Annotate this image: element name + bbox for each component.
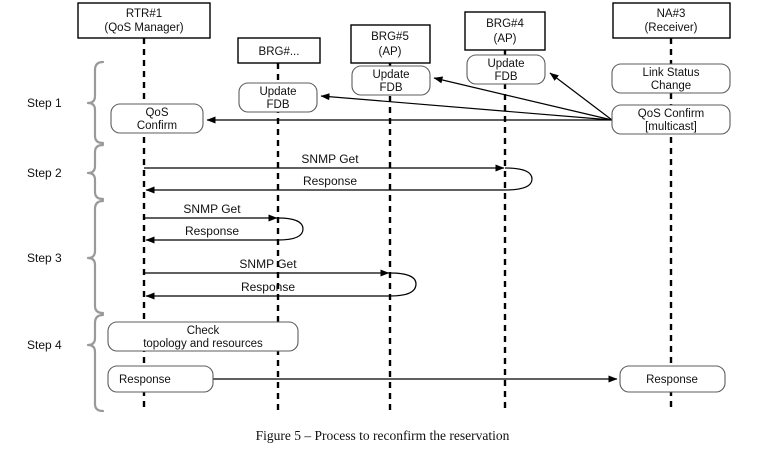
self-loop-brg4 bbox=[504, 167, 533, 191]
action-label-check-topology-line2: topology and resources bbox=[143, 338, 263, 350]
messages-step-1 bbox=[206, 72, 613, 124]
action-response-rtr1[interactable]: Response bbox=[107, 365, 214, 393]
participant-label-na3-line1: NA#3 bbox=[657, 8, 686, 20]
step-label-2: Step 2 bbox=[27, 166, 62, 180]
step-braces: Step 1 Step 2 Step 3 Step 4 bbox=[27, 60, 105, 413]
action-qos-confirm-multicast[interactable]: QoS Confirm [multicast] bbox=[611, 104, 731, 135]
messages-step-3a: SNMP Get Response bbox=[144, 202, 304, 244]
action-box-response-rtr1 bbox=[107, 365, 214, 393]
participant-label-rtr1-line2: (QoS Manager) bbox=[104, 22, 183, 34]
brace-step-1 bbox=[86, 60, 105, 145]
participant-label-brg4-line2: (AP) bbox=[494, 33, 517, 45]
message-label-response-brg5: Response bbox=[241, 280, 295, 294]
action-label-link-status-change-line2: Change bbox=[651, 80, 691, 92]
action-label-response-na3: Response bbox=[646, 374, 698, 386]
action-box-update-fdb-brg4 bbox=[466, 54, 546, 85]
action-box-check-topology bbox=[107, 321, 299, 352]
action-label-qos-confirm-multicast-line1: QoS Confirm bbox=[638, 108, 704, 120]
participant-box-brgN bbox=[237, 37, 321, 64]
message-multicast-to-brg4[interactable] bbox=[549, 72, 613, 121]
action-box-qos-confirm-rtr1 bbox=[110, 103, 204, 134]
brace-step-2 bbox=[86, 143, 105, 201]
messages-step-3b: SNMP Get Response bbox=[144, 257, 417, 300]
message-label-response-brg4: Response bbox=[303, 174, 357, 188]
step-label-3: Step 3 bbox=[27, 251, 62, 265]
action-box-link-status-change bbox=[611, 63, 731, 94]
action-label-update-fdb-brg4-line1: Update bbox=[487, 58, 524, 70]
participant-box-brg5 bbox=[350, 24, 431, 64]
participant-label-brg5-line2: (AP) bbox=[379, 46, 402, 58]
participant-label-rtr1-line1: RTR#1 bbox=[126, 8, 162, 20]
participant-label-brgN-line1: BRG#... bbox=[259, 46, 300, 58]
participant-label-brg5-line1: BRG#5 bbox=[371, 31, 409, 43]
action-label-update-fdb-brg5-line1: Update bbox=[372, 69, 409, 81]
brace-step-4 bbox=[86, 313, 105, 413]
message-label-snmp-get-brgN: SNMP Get bbox=[183, 202, 241, 216]
action-box-response-na3 bbox=[619, 365, 726, 393]
participant-na3[interactable]: NA#3 (Receiver) bbox=[612, 2, 731, 39]
participant-brgN[interactable]: BRG#... bbox=[237, 37, 321, 64]
action-update-fdb-brg5[interactable]: Update FDB bbox=[351, 65, 431, 96]
action-qos-confirm-rtr1[interactable]: QoS Confirm bbox=[110, 103, 204, 134]
action-box-update-fdb-brgN bbox=[238, 82, 318, 113]
action-label-update-fdb-brg4-line2: FDB bbox=[495, 71, 518, 83]
action-link-status-change[interactable]: Link Status Change bbox=[611, 63, 731, 94]
action-update-fdb-brg4[interactable]: Update FDB bbox=[466, 54, 546, 85]
action-label-update-fdb-brg5-line2: FDB bbox=[380, 82, 403, 94]
message-multicast-to-brgN[interactable] bbox=[320, 93, 613, 121]
action-label-qos-confirm-rtr1-line1: QoS bbox=[145, 107, 168, 119]
participant-label-na3-line2: (Receiver) bbox=[644, 22, 697, 34]
message-multicast-to-brg5[interactable] bbox=[433, 76, 613, 121]
action-box-qos-confirm-multicast bbox=[611, 104, 731, 135]
action-label-update-fdb-brgN-line1: Update bbox=[259, 86, 296, 98]
action-label-link-status-change-line1: Link Status bbox=[643, 67, 700, 79]
message-label-response-brgN: Response bbox=[185, 224, 239, 238]
action-label-check-topology-line1: Check bbox=[187, 325, 220, 337]
participant-label-brg4-line1: BRG#4 bbox=[486, 18, 524, 30]
step-label-4: Step 4 bbox=[27, 338, 62, 352]
action-label-qos-confirm-multicast-line2: [multicast] bbox=[645, 121, 697, 133]
action-label-qos-confirm-rtr1-line2: Confirm bbox=[137, 120, 177, 132]
message-label-snmp-get-brg5: SNMP Get bbox=[239, 257, 297, 271]
participant-brg5[interactable]: BRG#5 (AP) bbox=[350, 24, 431, 64]
action-response-na3[interactable]: Response bbox=[619, 365, 726, 393]
participant-box-rtr1 bbox=[77, 2, 211, 39]
brace-step-3 bbox=[86, 199, 105, 315]
messages-step-2: SNMP Get Response bbox=[144, 152, 533, 194]
self-loop-brg5 bbox=[389, 272, 417, 297]
participant-box-brg4 bbox=[464, 11, 546, 51]
action-label-response-rtr1: Response bbox=[119, 374, 171, 386]
self-loop-brgN bbox=[277, 217, 304, 241]
action-check-topology[interactable]: Check topology and resources bbox=[107, 321, 299, 352]
step-label-1: Step 1 bbox=[27, 96, 62, 110]
message-label-snmp-get-brg4: SNMP Get bbox=[301, 152, 359, 166]
participant-box-na3 bbox=[612, 2, 731, 39]
action-update-fdb-brgN[interactable]: Update FDB bbox=[238, 82, 318, 113]
participant-brg4[interactable]: BRG#4 (AP) bbox=[464, 11, 546, 51]
participant-rtr1[interactable]: RTR#1 (QoS Manager) bbox=[77, 2, 211, 39]
figure-caption: Figure 5 – Process to reconfirm the rese… bbox=[255, 428, 510, 443]
action-label-update-fdb-brgN-line2: FDB bbox=[267, 99, 290, 111]
action-box-update-fdb-brg5 bbox=[351, 65, 431, 96]
